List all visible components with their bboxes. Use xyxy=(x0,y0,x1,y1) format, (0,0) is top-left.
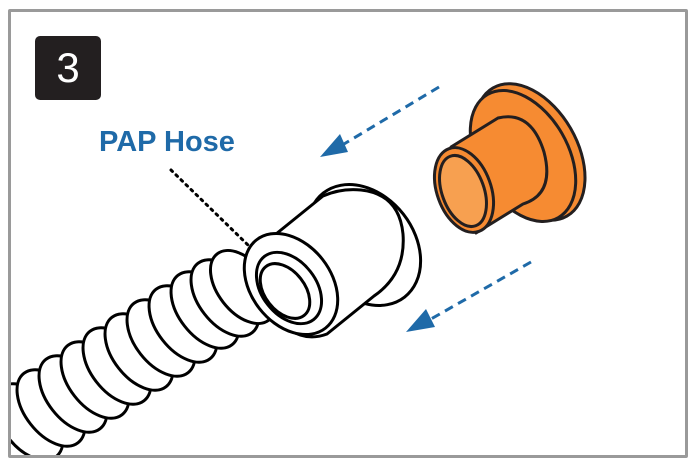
illustration-frame: 3 PAP Hose xyxy=(8,9,688,458)
dashed-arrow-icon-lower xyxy=(406,260,532,332)
assembly-illustration xyxy=(11,82,587,455)
orange-hose-adapter-icon xyxy=(433,82,587,235)
step-number: 3 xyxy=(56,44,80,91)
dashed-arrow-icon-upper xyxy=(320,85,440,157)
step-number-badge: 3 xyxy=(35,36,101,100)
pap-hose-label: PAP Hose xyxy=(99,126,235,158)
callout-leader xyxy=(169,168,251,248)
hose-cuff xyxy=(242,183,423,339)
